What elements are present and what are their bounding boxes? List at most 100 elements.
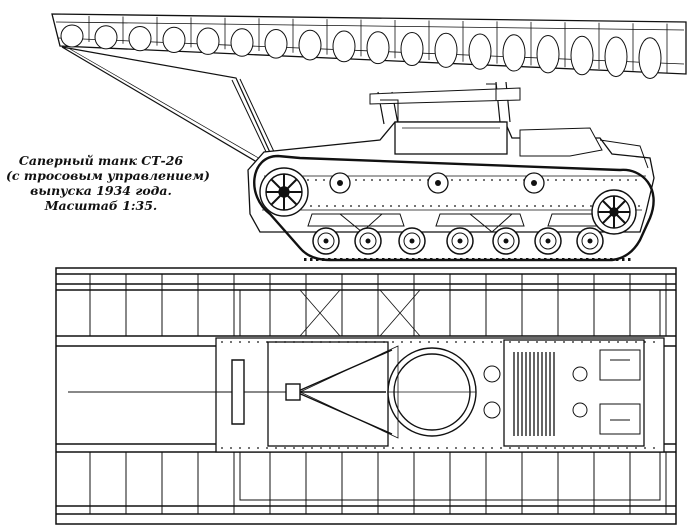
track-link <box>580 258 583 261</box>
rivet <box>318 205 320 207</box>
rivet <box>383 341 385 343</box>
rivet <box>566 205 568 207</box>
track-link <box>376 258 379 261</box>
rivet <box>603 179 605 181</box>
rivet <box>428 447 430 449</box>
track-link <box>610 258 613 261</box>
rivet <box>356 341 358 343</box>
rivet <box>302 341 304 343</box>
track-link <box>310 258 313 261</box>
lightening-hole <box>264 29 288 59</box>
track-link <box>550 258 553 261</box>
track-link <box>598 258 601 261</box>
rivet <box>419 179 421 181</box>
rivet <box>509 341 511 343</box>
road-wheel <box>534 227 562 255</box>
rivet <box>410 447 412 449</box>
rivet <box>518 447 520 449</box>
track-link <box>496 258 499 261</box>
lightening-hole <box>570 35 594 76</box>
rivet <box>334 205 336 207</box>
rivet <box>510 205 512 207</box>
rivet <box>311 341 313 343</box>
rivet <box>595 179 597 181</box>
track-link <box>604 258 607 261</box>
rivet <box>428 341 430 343</box>
rivet <box>550 205 552 207</box>
rivet <box>482 341 484 343</box>
rivet <box>365 447 367 449</box>
rivet <box>608 447 610 449</box>
rivet <box>347 341 349 343</box>
rivet <box>454 205 456 207</box>
rivet <box>293 447 295 449</box>
rivet <box>554 447 556 449</box>
rivet <box>635 447 637 449</box>
rivet <box>515 179 517 181</box>
rivet <box>329 341 331 343</box>
rivet <box>653 447 655 449</box>
track-links <box>304 258 631 261</box>
rivet <box>406 205 408 207</box>
rivet <box>527 341 529 343</box>
lightening-hole <box>468 33 492 70</box>
rivet <box>467 179 469 181</box>
engine-deck-louvres <box>513 352 555 436</box>
rivet <box>478 205 480 207</box>
rivet <box>644 341 646 343</box>
rivet <box>491 179 493 181</box>
track-link <box>508 258 511 261</box>
rivet <box>320 341 322 343</box>
rivet <box>563 341 565 343</box>
rivet <box>392 447 394 449</box>
rivet <box>599 341 601 343</box>
rivet <box>571 179 573 181</box>
rivet <box>617 341 619 343</box>
turret-ring <box>387 347 477 437</box>
rivet <box>239 447 241 449</box>
rivet <box>257 447 259 449</box>
rivet <box>500 341 502 343</box>
rivet <box>545 341 547 343</box>
lightening-hole <box>434 32 458 68</box>
rivet <box>518 341 520 343</box>
rivet <box>387 179 389 181</box>
track-link <box>586 258 589 261</box>
track-link <box>304 258 307 261</box>
track-link <box>358 258 361 261</box>
track-link <box>592 258 595 261</box>
rivet <box>355 179 357 181</box>
rivet <box>390 205 392 207</box>
rivet <box>473 447 475 449</box>
rivet <box>382 205 384 207</box>
idler-wheel <box>591 189 637 235</box>
track-link <box>322 258 325 261</box>
track-link <box>364 258 367 261</box>
rivet <box>563 179 565 181</box>
rivet <box>329 447 331 449</box>
rivet <box>248 447 250 449</box>
return-roller <box>427 172 449 194</box>
rivet <box>500 447 502 449</box>
rivet <box>350 205 352 207</box>
track-link <box>430 258 433 261</box>
lightening-hole <box>502 34 526 72</box>
rivet <box>619 179 621 181</box>
rivet <box>365 341 367 343</box>
bracing <box>299 289 341 337</box>
lightening-hole <box>536 35 560 74</box>
rivet <box>608 341 610 343</box>
track-link <box>316 258 319 261</box>
lightening-hole <box>230 28 254 57</box>
hull-side <box>247 83 655 233</box>
rivet <box>579 179 581 181</box>
rivet <box>536 341 538 343</box>
track-link <box>526 258 529 261</box>
rivet <box>338 447 340 449</box>
track-link <box>628 258 631 261</box>
track-link <box>382 258 385 261</box>
rivet <box>446 341 448 343</box>
rivet <box>617 447 619 449</box>
rivet <box>635 179 637 181</box>
